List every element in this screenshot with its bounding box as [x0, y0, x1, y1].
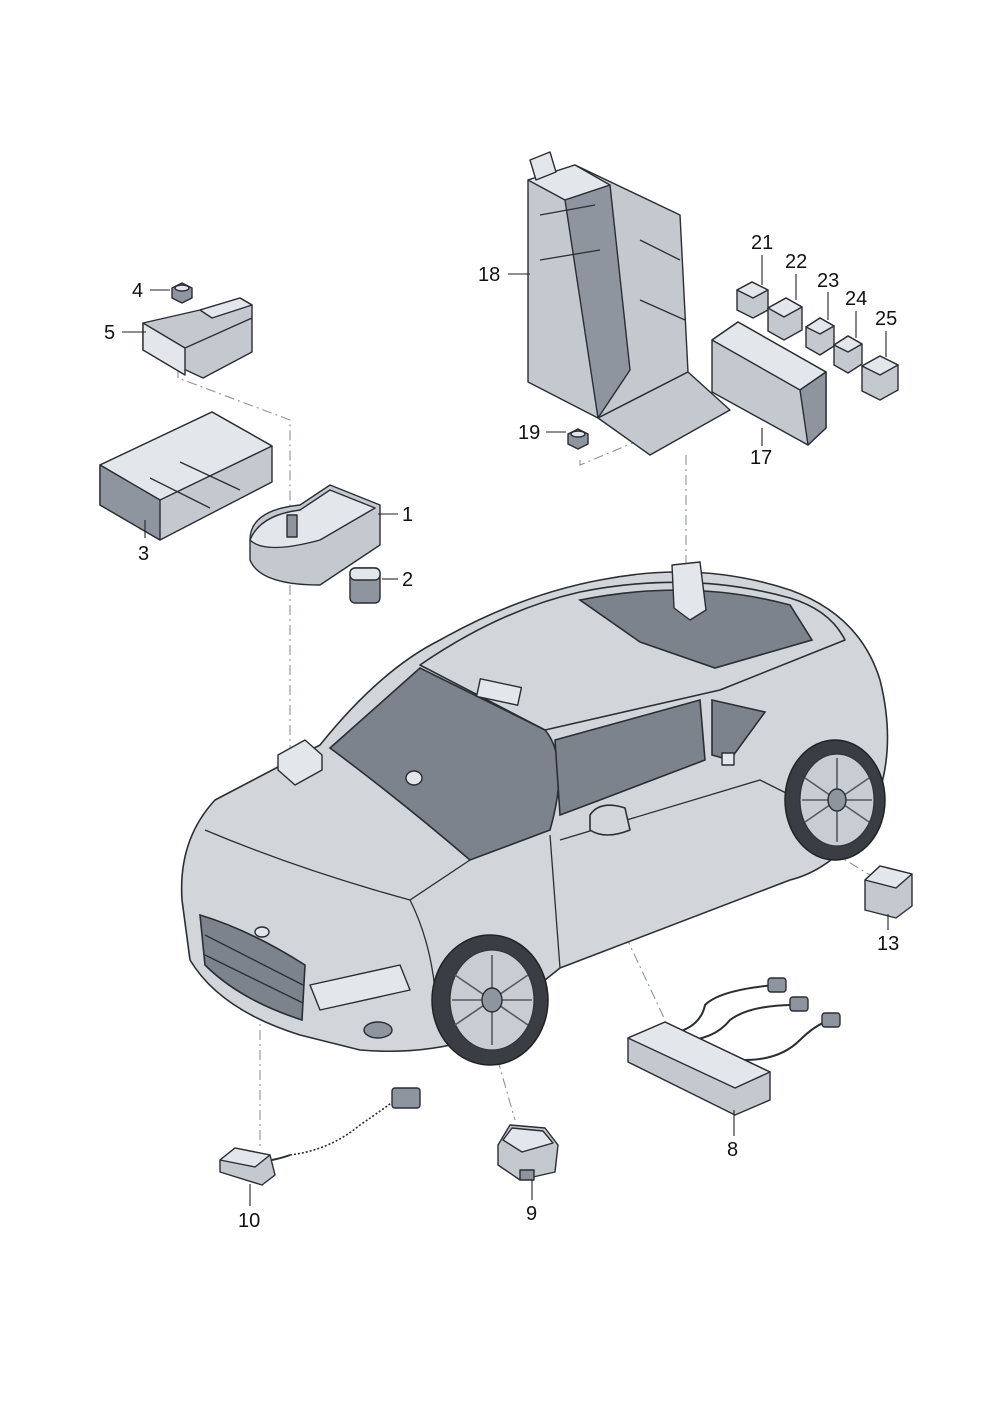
relay-23 [805, 317, 835, 356]
part-5-bracket [142, 297, 253, 379]
relays-21-25 [736, 281, 899, 401]
car-illustration [180, 561, 889, 1066]
part-4-nut [171, 282, 193, 304]
marker-roof-location [671, 561, 707, 621]
part-19-nut [567, 428, 589, 450]
callout-13: 13 [877, 933, 899, 955]
callout-2: 2 [402, 569, 413, 591]
part-10-cable-unit [219, 1087, 421, 1186]
callout-22: 22 [785, 251, 807, 273]
callout-9: 9 [526, 1203, 537, 1225]
marker-module-location [277, 739, 323, 786]
relay-21 [736, 281, 769, 319]
callout-18: 18 [478, 264, 500, 286]
part-2-connector [349, 567, 381, 604]
callout-24: 24 [845, 288, 867, 310]
callout-4: 4 [132, 280, 143, 302]
relay-24 [833, 335, 863, 374]
part-3-housing [99, 411, 273, 541]
callout-25: 25 [875, 308, 897, 330]
part-8-antenna-unit [627, 977, 841, 1116]
part-18-carrier [527, 151, 731, 456]
callout-5: 5 [104, 322, 115, 344]
callouts: 1 2 3 4 5 8 9 10 13 17 18 19 21 22 23 24… [104, 232, 899, 1232]
callout-21: 21 [751, 232, 773, 254]
marker-carrier-location [475, 678, 523, 706]
relay-25 [861, 355, 899, 401]
callout-1: 1 [402, 504, 413, 526]
part-9-sensor [497, 1124, 559, 1181]
part-13-switch [864, 865, 913, 919]
marker-door-location [721, 752, 735, 766]
relay-22 [767, 297, 803, 341]
part-17-control-unit [711, 321, 827, 446]
part-1-module [249, 484, 381, 586]
marker-sensor-location [405, 770, 423, 786]
callout-19: 19 [518, 422, 540, 444]
callout-17: 17 [750, 447, 772, 469]
marker-horn-location [254, 926, 270, 938]
callout-8: 8 [727, 1139, 738, 1161]
callout-23: 23 [817, 270, 839, 292]
callout-3: 3 [138, 543, 149, 565]
callout-10: 10 [238, 1210, 260, 1232]
leader-lines [122, 255, 889, 1206]
